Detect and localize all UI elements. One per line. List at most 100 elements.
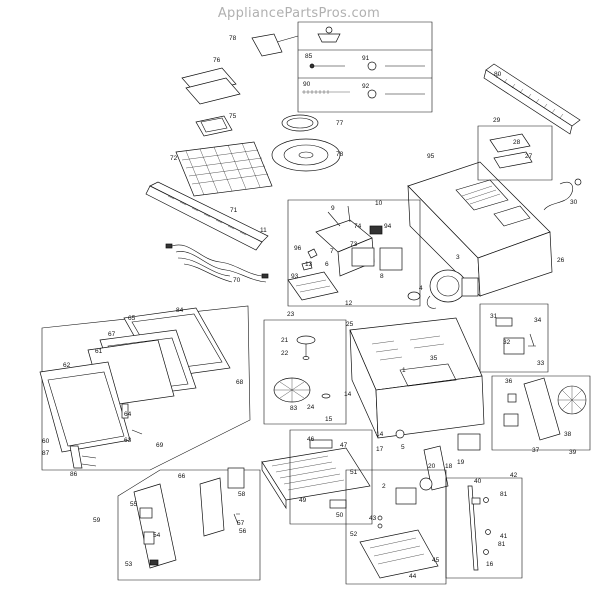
callout-number: 72	[170, 155, 178, 162]
bottom-base-assembly	[345, 469, 447, 585]
callout-number: 29	[493, 117, 501, 124]
callout-number: 81	[498, 541, 506, 548]
callout-number: 30	[570, 199, 578, 206]
callout-number: 50	[336, 512, 344, 519]
callout-number: 22	[281, 350, 289, 357]
vent-grille	[483, 63, 581, 135]
callout-number: 58	[238, 491, 246, 498]
callout-number: 34	[534, 317, 542, 324]
outer-cabinet	[407, 161, 553, 297]
callout-number: 16	[486, 561, 494, 568]
watermark: AppliancePartsPros.com	[217, 6, 381, 21]
callout-number: 78	[229, 35, 237, 42]
callout-number: 71	[230, 207, 238, 214]
callout-number: 44	[409, 573, 417, 580]
callout-number: 54	[153, 532, 161, 539]
callout-number: 25	[346, 321, 354, 328]
callout-number: 21	[281, 337, 289, 344]
callout-number: 61	[95, 348, 103, 355]
callout-number: 10	[375, 200, 383, 207]
exhaust-damper	[477, 125, 582, 211]
callout-number: 53	[125, 561, 133, 568]
callout-number: 38	[564, 431, 572, 438]
door-switch-box	[491, 375, 591, 451]
callout-number: 66	[178, 473, 186, 480]
callout-number: 42	[510, 472, 518, 479]
callout-number: 68	[236, 379, 244, 386]
callout-number: 20	[428, 463, 436, 470]
callout-number: 90	[303, 81, 311, 88]
stirrer-parts-box	[263, 319, 347, 425]
callout-number: 69	[156, 442, 164, 449]
callout-number: 46	[307, 436, 315, 443]
callout-number: 43	[369, 515, 377, 522]
callout-number: 32	[503, 339, 511, 346]
callout-number: 51	[350, 469, 358, 476]
callout-number: 7	[330, 248, 334, 255]
grease-filter-plates	[181, 67, 241, 137]
callout-number: 62	[63, 362, 71, 369]
control-panel-box	[117, 467, 261, 581]
motor-parts-box	[479, 303, 549, 373]
callout-number: 95	[427, 153, 435, 160]
callout-number: 1	[402, 367, 406, 374]
callout-number: 9	[331, 205, 335, 212]
callout-number: 24	[307, 404, 315, 411]
callout-number: 12	[345, 300, 353, 307]
callout-number: 75	[229, 113, 237, 120]
magnetron-transformer	[395, 429, 481, 491]
turntable-assembly	[271, 114, 341, 172]
callout-number: 59	[93, 517, 101, 524]
callout-number: 74	[354, 223, 362, 230]
callout-number: 85	[305, 53, 313, 60]
callout-number: 11	[260, 227, 267, 234]
callout-number: 67	[108, 331, 116, 338]
callout-number: 83	[290, 405, 298, 412]
oven-rack	[175, 141, 273, 197]
callout-number: 35	[430, 355, 438, 362]
callout-number: 36	[505, 378, 513, 385]
hinge-box	[445, 477, 523, 579]
callout-number: 60	[42, 438, 50, 445]
callout-number: 26	[557, 257, 565, 264]
callout-number: 13	[305, 261, 313, 268]
callout-number: 2	[382, 483, 386, 490]
callout-number: 47	[340, 442, 348, 449]
callout-number: 18	[445, 463, 453, 470]
callout-number: 80	[494, 71, 502, 78]
callout-number: 84	[176, 307, 184, 314]
callout-number: 92	[362, 83, 370, 90]
callout-number: 96	[294, 245, 302, 252]
callout-number: 17	[376, 446, 384, 453]
accessory-box	[251, 21, 433, 113]
control-panel-bar	[145, 181, 269, 251]
callout-number: 33	[537, 360, 545, 367]
callout-number: 57	[237, 520, 245, 527]
callout-number: 56	[239, 528, 247, 535]
wire-harness	[165, 243, 269, 283]
door-assembly-box	[39, 305, 251, 471]
callout-number: 6	[325, 261, 329, 268]
oven-cavity	[349, 317, 485, 439]
callout-number: 45	[432, 557, 440, 564]
base-plate	[261, 429, 373, 525]
callout-number: 27	[525, 153, 533, 160]
callout-number: 52	[350, 531, 358, 538]
callout-number: 78	[336, 151, 344, 158]
callout-number: 70	[233, 277, 241, 284]
callout-number: 5	[401, 444, 405, 451]
callout-number: 86	[70, 471, 78, 478]
callout-number: 63	[124, 437, 132, 444]
callout-number: 55	[130, 501, 138, 508]
callout-number: 3	[456, 254, 460, 261]
callout-number: 15	[325, 416, 333, 423]
callout-number: 93	[291, 273, 299, 280]
callout-number: 8	[380, 273, 384, 280]
callout-number: 28	[513, 139, 521, 146]
callout-number: 4	[419, 285, 423, 292]
callout-number: 14	[344, 391, 352, 398]
callout-number: 37	[532, 447, 540, 454]
callout-number: 91	[362, 55, 370, 62]
